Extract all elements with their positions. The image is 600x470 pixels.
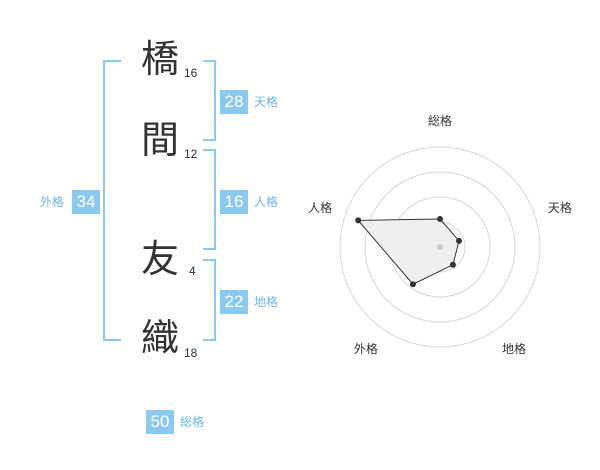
radar-polygon — [357, 218, 460, 285]
jinkaku-bracket — [203, 149, 216, 250]
radar-axis-label-5: 人格 — [308, 200, 332, 215]
stroke-count-1: 16 — [184, 66, 198, 80]
gaikaku-bracket — [103, 60, 121, 341]
name-char-3: 友 — [141, 237, 180, 281]
radar-axis-label-2: 天格 — [548, 200, 572, 215]
soukaku-label: 総格 — [180, 415, 205, 429]
chikaku-label: 地格 — [254, 295, 279, 309]
radar-ring — [339, 146, 541, 348]
stroke-count-2: 12 — [184, 147, 198, 161]
radar-point-1 — [437, 216, 443, 222]
radar-ring — [364, 171, 516, 323]
chikaku-value-badge: 22 — [220, 290, 248, 314]
radar-point-5 — [355, 217, 362, 224]
tenkaku-label: 天格 — [254, 95, 279, 109]
tenkaku-value-badge: 28 — [220, 90, 248, 114]
soukaku-value-badge: 50 — [146, 410, 174, 434]
radar-point-2 — [456, 237, 463, 244]
radar-rings — [339, 146, 541, 348]
jinkaku-value-badge: 16 — [220, 190, 248, 214]
radar-point-4 — [409, 281, 416, 288]
jinkaku-label: 人格 — [254, 195, 279, 209]
gaikaku-value-badge: 34 — [72, 190, 100, 214]
gaikaku-label: 外格 — [40, 195, 65, 209]
stroke-count-3: 4 — [189, 264, 196, 278]
radar-axis-label-3: 地格 — [502, 341, 526, 356]
radar-axis-label-4: 外格 — [354, 341, 378, 356]
chikaku-bracket — [203, 259, 216, 341]
radar-points — [355, 216, 463, 288]
radar-point-3 — [449, 261, 456, 268]
stroke-count-4: 18 — [184, 346, 198, 360]
radar-axis-label-1: 総格 — [428, 113, 452, 128]
name-char-2: 間 — [141, 118, 180, 162]
name-char-1: 橋 — [141, 37, 180, 81]
radar-center-dot — [437, 244, 443, 250]
tenkaku-bracket — [203, 60, 216, 141]
name-char-4: 織 — [141, 316, 180, 360]
